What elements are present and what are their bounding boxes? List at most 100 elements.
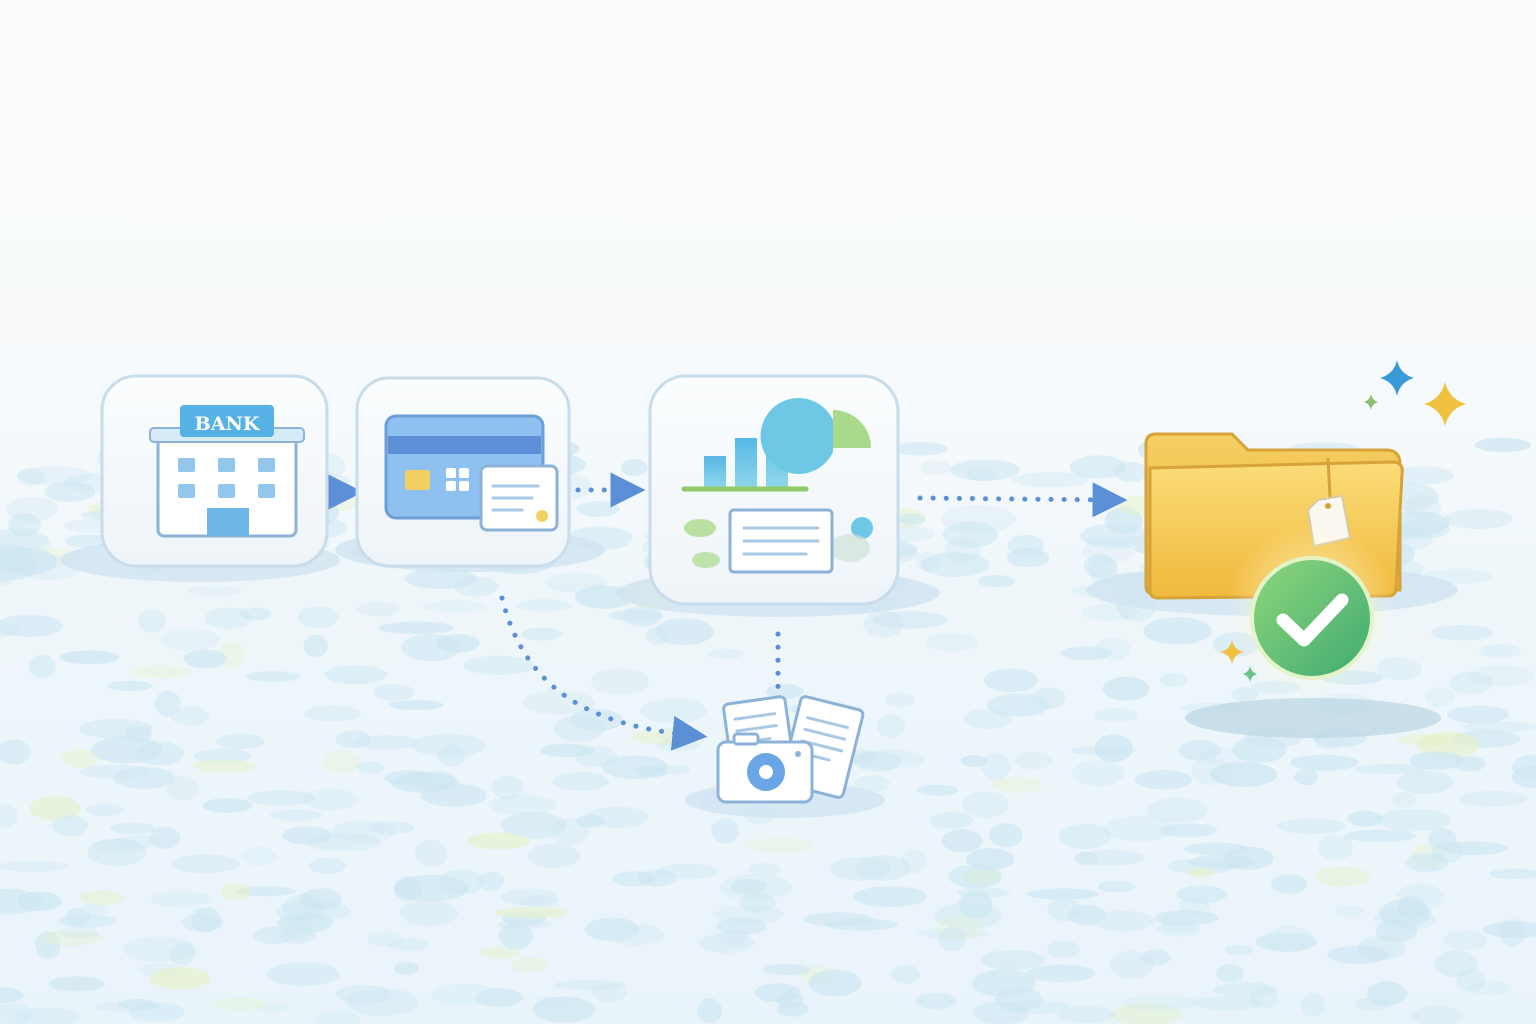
water-ripple (1447, 705, 1509, 724)
water-ripple (60, 749, 100, 768)
water-ripple (730, 878, 768, 895)
water-ripple (282, 826, 333, 845)
bank-sign-text: BANK (195, 413, 261, 435)
water-ripple (325, 665, 387, 685)
water-ripple (128, 1002, 185, 1022)
water-ripple (0, 861, 68, 872)
water-ripple (697, 998, 723, 1024)
water-ripple (1443, 508, 1513, 529)
water-ripple (405, 568, 477, 589)
water-ripple (1134, 770, 1193, 790)
water-ripple (1103, 816, 1175, 842)
water-ripple (481, 947, 521, 959)
water-ripple (1352, 764, 1427, 775)
water-ripple (241, 846, 277, 866)
water-ripple (1396, 733, 1455, 746)
bank-building-icon: BANK (149, 405, 305, 538)
water-ripple (991, 777, 1044, 793)
water-ripple (1317, 835, 1354, 861)
water-ripple (170, 706, 210, 726)
water-ripple (766, 684, 804, 699)
water-ripple (29, 795, 81, 821)
camera-receipts-icon (716, 695, 865, 804)
water-ripple (635, 766, 668, 778)
water-ripple (414, 839, 448, 868)
water-ripple (1294, 769, 1319, 786)
water-ripple (356, 601, 401, 617)
water-ripple (44, 481, 96, 502)
water-ripple (748, 862, 780, 876)
water-ripple (1390, 791, 1416, 808)
water-ripple (495, 907, 568, 919)
water-ripple (754, 983, 802, 1003)
water-ripple (308, 857, 347, 875)
water-ripple (266, 962, 340, 987)
water-ripple (17, 468, 46, 486)
water-ripple (872, 611, 949, 629)
water-ripple (367, 931, 405, 947)
water-ripple (13, 1007, 80, 1024)
water-ripple (590, 983, 628, 1002)
water-ripple (920, 552, 990, 577)
water-ripple (1187, 867, 1214, 878)
water-ripple (1176, 885, 1227, 904)
water-ripple (1398, 895, 1427, 920)
water-ripple (59, 650, 120, 665)
checkmark-icon (1276, 593, 1349, 647)
water-ripple (51, 815, 89, 837)
water-ripple (1441, 841, 1508, 855)
water-ripple (1178, 740, 1221, 761)
water-ripple (150, 891, 214, 907)
water-ripple (744, 837, 815, 854)
water-ripple (640, 698, 707, 724)
water-ripple (35, 931, 61, 959)
sparkle-gold-small-icon (1220, 640, 1244, 664)
water-ripple (981, 752, 1011, 781)
water-ripple (1249, 986, 1279, 1009)
water-ripple (1012, 472, 1089, 488)
water-ripple (1467, 981, 1513, 995)
water-ripple (1026, 964, 1096, 982)
water-ripple (138, 609, 166, 633)
water-ripple (117, 998, 158, 1010)
water-ripple (113, 835, 162, 849)
water-ripple (1159, 823, 1218, 838)
water-ripple (928, 812, 974, 829)
water-ripple (315, 1010, 361, 1024)
water-ripple (393, 874, 469, 902)
water-ripple (1102, 676, 1150, 701)
water-ripple (0, 888, 42, 915)
water-ripple (160, 628, 220, 651)
water-ripple (155, 690, 181, 717)
water-ripple (1027, 888, 1099, 900)
water-ripple (245, 671, 301, 682)
water-ripple (1231, 687, 1259, 702)
water-ripple (808, 969, 862, 997)
water-ripple (110, 822, 156, 835)
water-ripple (87, 838, 147, 867)
water-ripple (113, 767, 176, 789)
checkmark-badge (1250, 556, 1374, 680)
water-ripple (937, 927, 967, 952)
water-ripple (1047, 898, 1082, 922)
water-ripple (739, 892, 776, 913)
card-node (355, 376, 571, 568)
water-ripple (576, 501, 620, 517)
water-ripple (916, 784, 959, 796)
water-ripple (1110, 1002, 1182, 1024)
water-ripple (829, 857, 891, 881)
water-ripple (1489, 868, 1536, 880)
water-ripple (654, 618, 714, 646)
water-ripple (91, 736, 163, 764)
water-ripple (1377, 657, 1422, 681)
water-ripple (181, 913, 224, 932)
sparkle-gold-icon (1424, 382, 1466, 426)
water-ripple (0, 623, 19, 637)
water-ripple (346, 988, 419, 1017)
water-ripple (876, 714, 906, 738)
water-ripple (622, 605, 663, 627)
water-ripple (994, 987, 1043, 1012)
water-ripple (0, 987, 23, 1003)
water-ripple (1315, 866, 1370, 887)
water-ripple (853, 751, 902, 772)
